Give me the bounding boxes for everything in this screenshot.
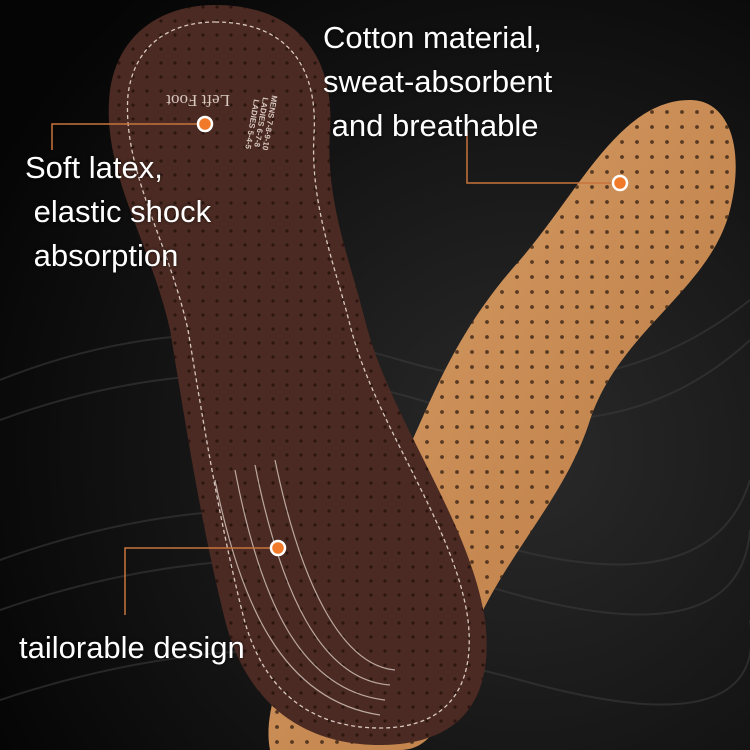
callout-line: absorption — [25, 238, 179, 273]
callout-latex: Soft latex, elastic shock absorption — [25, 146, 211, 278]
callout-line: Cotton material, — [323, 20, 542, 55]
insole-print-label: Left Foot — [166, 91, 230, 110]
callout-dots — [196, 115, 629, 557]
callout-line: sweat-absorbent — [323, 64, 553, 99]
callout-line: elastic shock — [25, 194, 212, 229]
callout-line: tailorable design — [19, 630, 245, 665]
callout-cotton: Cotton material, sweat-absorbent and bre… — [323, 16, 552, 148]
tailor-callout-dot — [269, 539, 287, 557]
callout-line: Soft latex, — [25, 150, 163, 185]
callout-line: and breathable — [323, 108, 539, 143]
leader-lines — [51, 123, 620, 615]
callout-tailor: tailorable design — [19, 626, 245, 670]
cotton-callout-dot — [611, 174, 629, 192]
latex-callout-dot — [196, 115, 214, 133]
